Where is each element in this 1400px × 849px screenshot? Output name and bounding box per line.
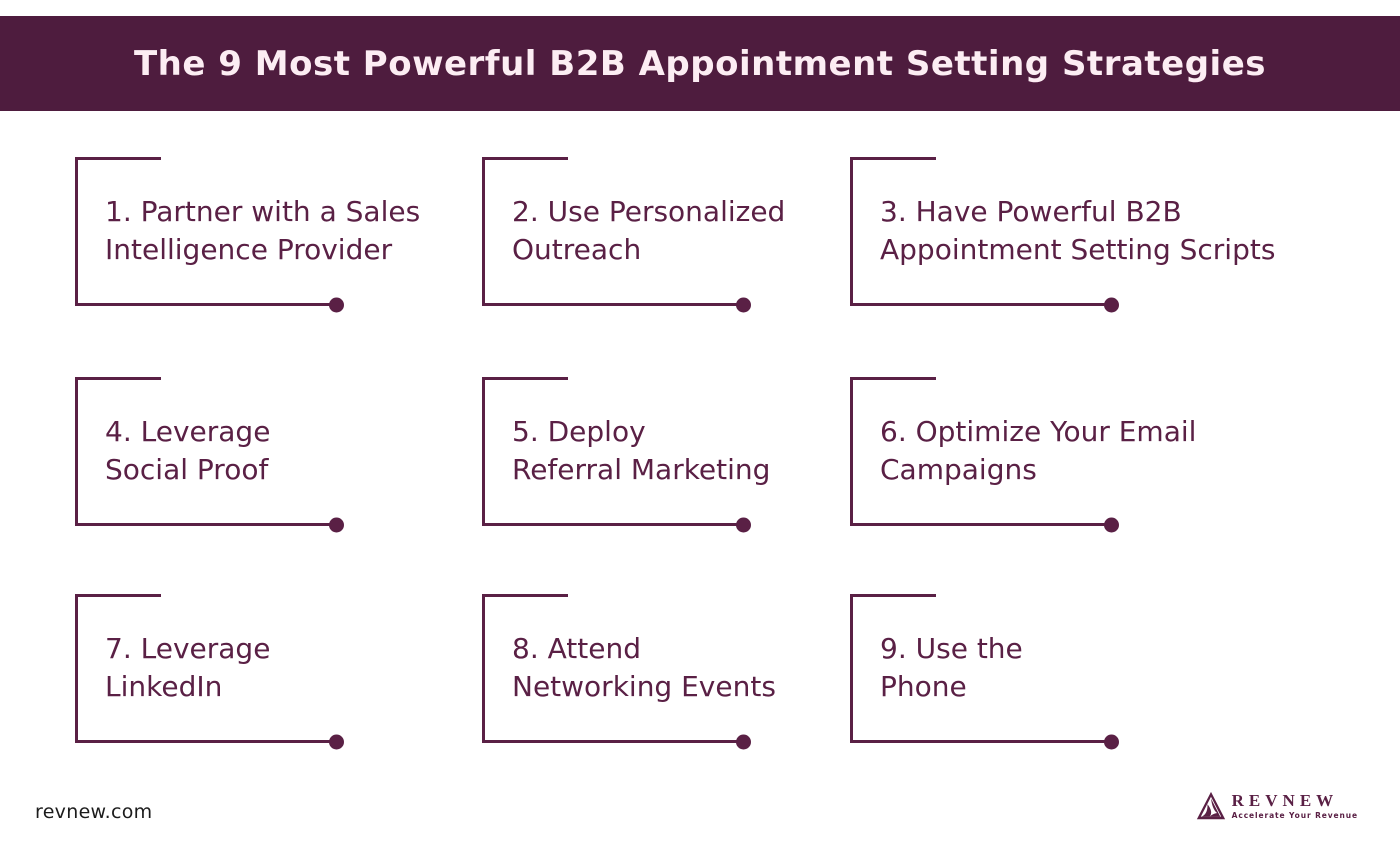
card-end-dot [736, 297, 751, 312]
card-bottom-line [75, 297, 344, 312]
card-top-line [850, 377, 936, 380]
card-top-line [75, 594, 161, 597]
card-end-dot [1104, 517, 1119, 532]
card-bottom-line [850, 734, 1119, 749]
page-title: The 9 Most Powerful B2B Appointment Sett… [133, 43, 1267, 84]
card-top-line [850, 594, 936, 597]
card-end-dot [329, 297, 344, 312]
website-url: revnew.com [35, 801, 153, 823]
brand-name: REVNEW [1231, 791, 1339, 810]
card-bottom-line [75, 517, 344, 532]
card-left-line [850, 157, 853, 305]
card-top-line [850, 157, 936, 160]
card-left-line [75, 594, 78, 742]
brand-text: REVNEW Accelerate Your Revenue [1232, 792, 1358, 820]
card-end-dot [736, 517, 751, 532]
card-bottom-line [75, 734, 344, 749]
card-left-line [75, 377, 78, 525]
card-top-line [482, 377, 568, 380]
brand-logo: REVNEW Accelerate Your Revenue [1196, 791, 1358, 821]
card-top-line [75, 157, 161, 160]
card-left-line [482, 377, 485, 525]
card-end-dot [736, 734, 751, 749]
card-bottom-line [850, 517, 1119, 532]
card-end-dot [1104, 297, 1119, 312]
card-left-line [850, 377, 853, 525]
header-band: The 9 Most Powerful B2B Appointment Sett… [0, 16, 1400, 111]
card-end-dot [329, 517, 344, 532]
card-left-line [75, 157, 78, 305]
card-top-line [482, 594, 568, 597]
card-end-dot [329, 734, 344, 749]
card-top-line [75, 377, 161, 380]
card-left-line [482, 157, 485, 305]
card-bottom-line [482, 517, 751, 532]
card-top-line [482, 157, 568, 160]
card-end-dot [1104, 734, 1119, 749]
card-bottom-line [850, 297, 1119, 312]
card-bottom-line [482, 297, 751, 312]
brand-tagline: Accelerate Your Revenue [1231, 811, 1358, 820]
card-left-line [850, 594, 853, 742]
card-bottom-line [482, 734, 751, 749]
card-left-line [482, 594, 485, 742]
mountain-wave-triangle-icon [1196, 791, 1225, 820]
